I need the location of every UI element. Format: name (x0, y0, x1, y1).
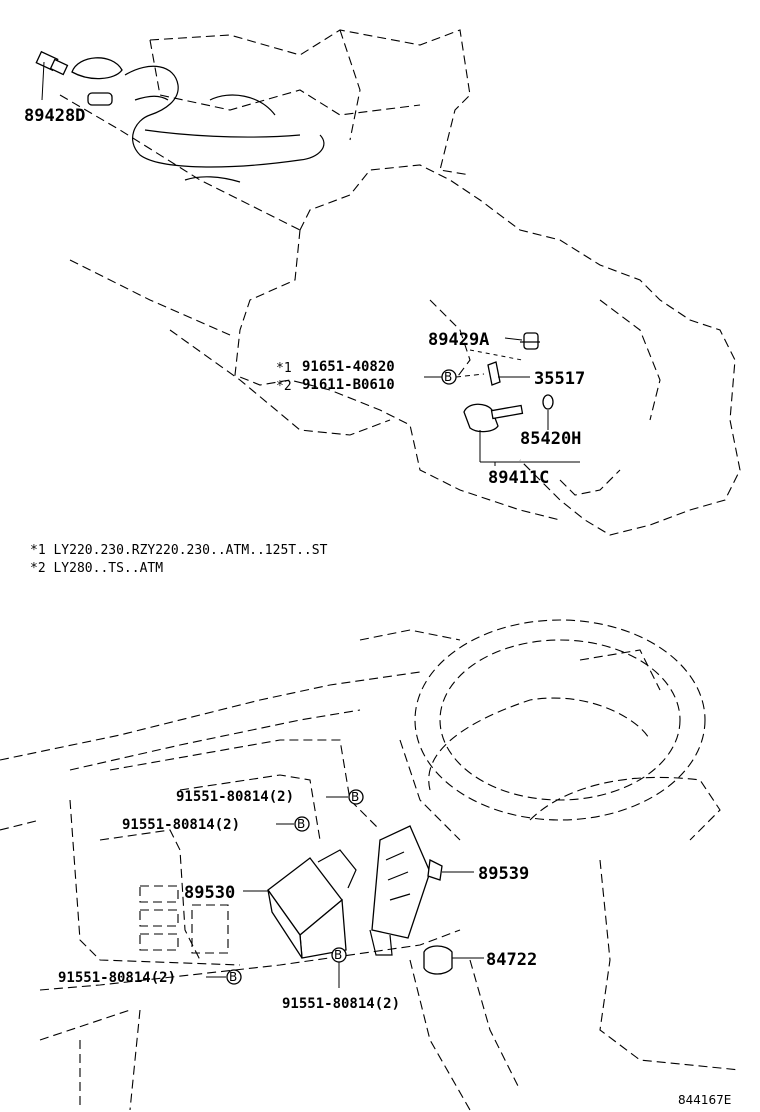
marker-star2: *2 (276, 379, 292, 394)
label-89411C: 89411C (488, 468, 549, 488)
bolt-marker-1: B (326, 789, 364, 805)
note-line-1: *1 LY220.230.RZY220.230..ATM..125T..ST (30, 543, 328, 558)
sensor-89428D-icon (35, 50, 69, 101)
reference-code: 844167E (678, 1093, 731, 1107)
label-84722: 84722 (486, 950, 537, 970)
dashboard-illustration: B B B B (0, 619, 741, 1111)
bolt-marker-3: B (206, 969, 242, 985)
label-35517: 35517 (534, 369, 585, 389)
speed-sensor-89411C-icon (463, 403, 580, 466)
label-89539: 89539 (478, 864, 529, 884)
marker-star1: *1 (276, 361, 292, 376)
svg-text:B: B (229, 970, 237, 984)
ecu-89530-icon (243, 849, 357, 959)
svg-text:B: B (444, 370, 452, 384)
switch-89429A-icon (520, 332, 540, 350)
note-line-2: *2 LY280..TS..ATM (30, 561, 163, 576)
label-91651-40820: 91651-40820 (302, 359, 395, 375)
bolt-marker-4: B (331, 947, 347, 988)
label-bolt-b: 91551-80814(2) (122, 817, 240, 833)
label-89428D: 89428D (24, 106, 85, 126)
svg-text:B: B (297, 817, 305, 831)
o-ring-85420H-icon (542, 394, 554, 410)
bolt-marker-top: B (424, 369, 485, 385)
label-91611-B0610: 91611-B0610 (302, 377, 395, 393)
label-89530: 89530 (184, 883, 235, 903)
plate-35517-icon (487, 361, 530, 386)
label-85420H: 85420H (520, 429, 581, 449)
label-89429A: 89429A (428, 330, 489, 350)
sensor-89539-icon (369, 825, 474, 956)
engine-transmission-illustration: B (35, 29, 741, 536)
svg-text:B: B (334, 948, 342, 962)
bolt-marker-2: B (276, 816, 310, 832)
svg-text:B: B (351, 790, 359, 804)
label-bolt-a: 91551-80814(2) (176, 789, 294, 805)
connector-84722-icon (423, 945, 484, 975)
label-bolt-c: 91551-80814(2) (58, 970, 176, 986)
label-bolt-d: 91551-80814(2) (282, 996, 400, 1012)
